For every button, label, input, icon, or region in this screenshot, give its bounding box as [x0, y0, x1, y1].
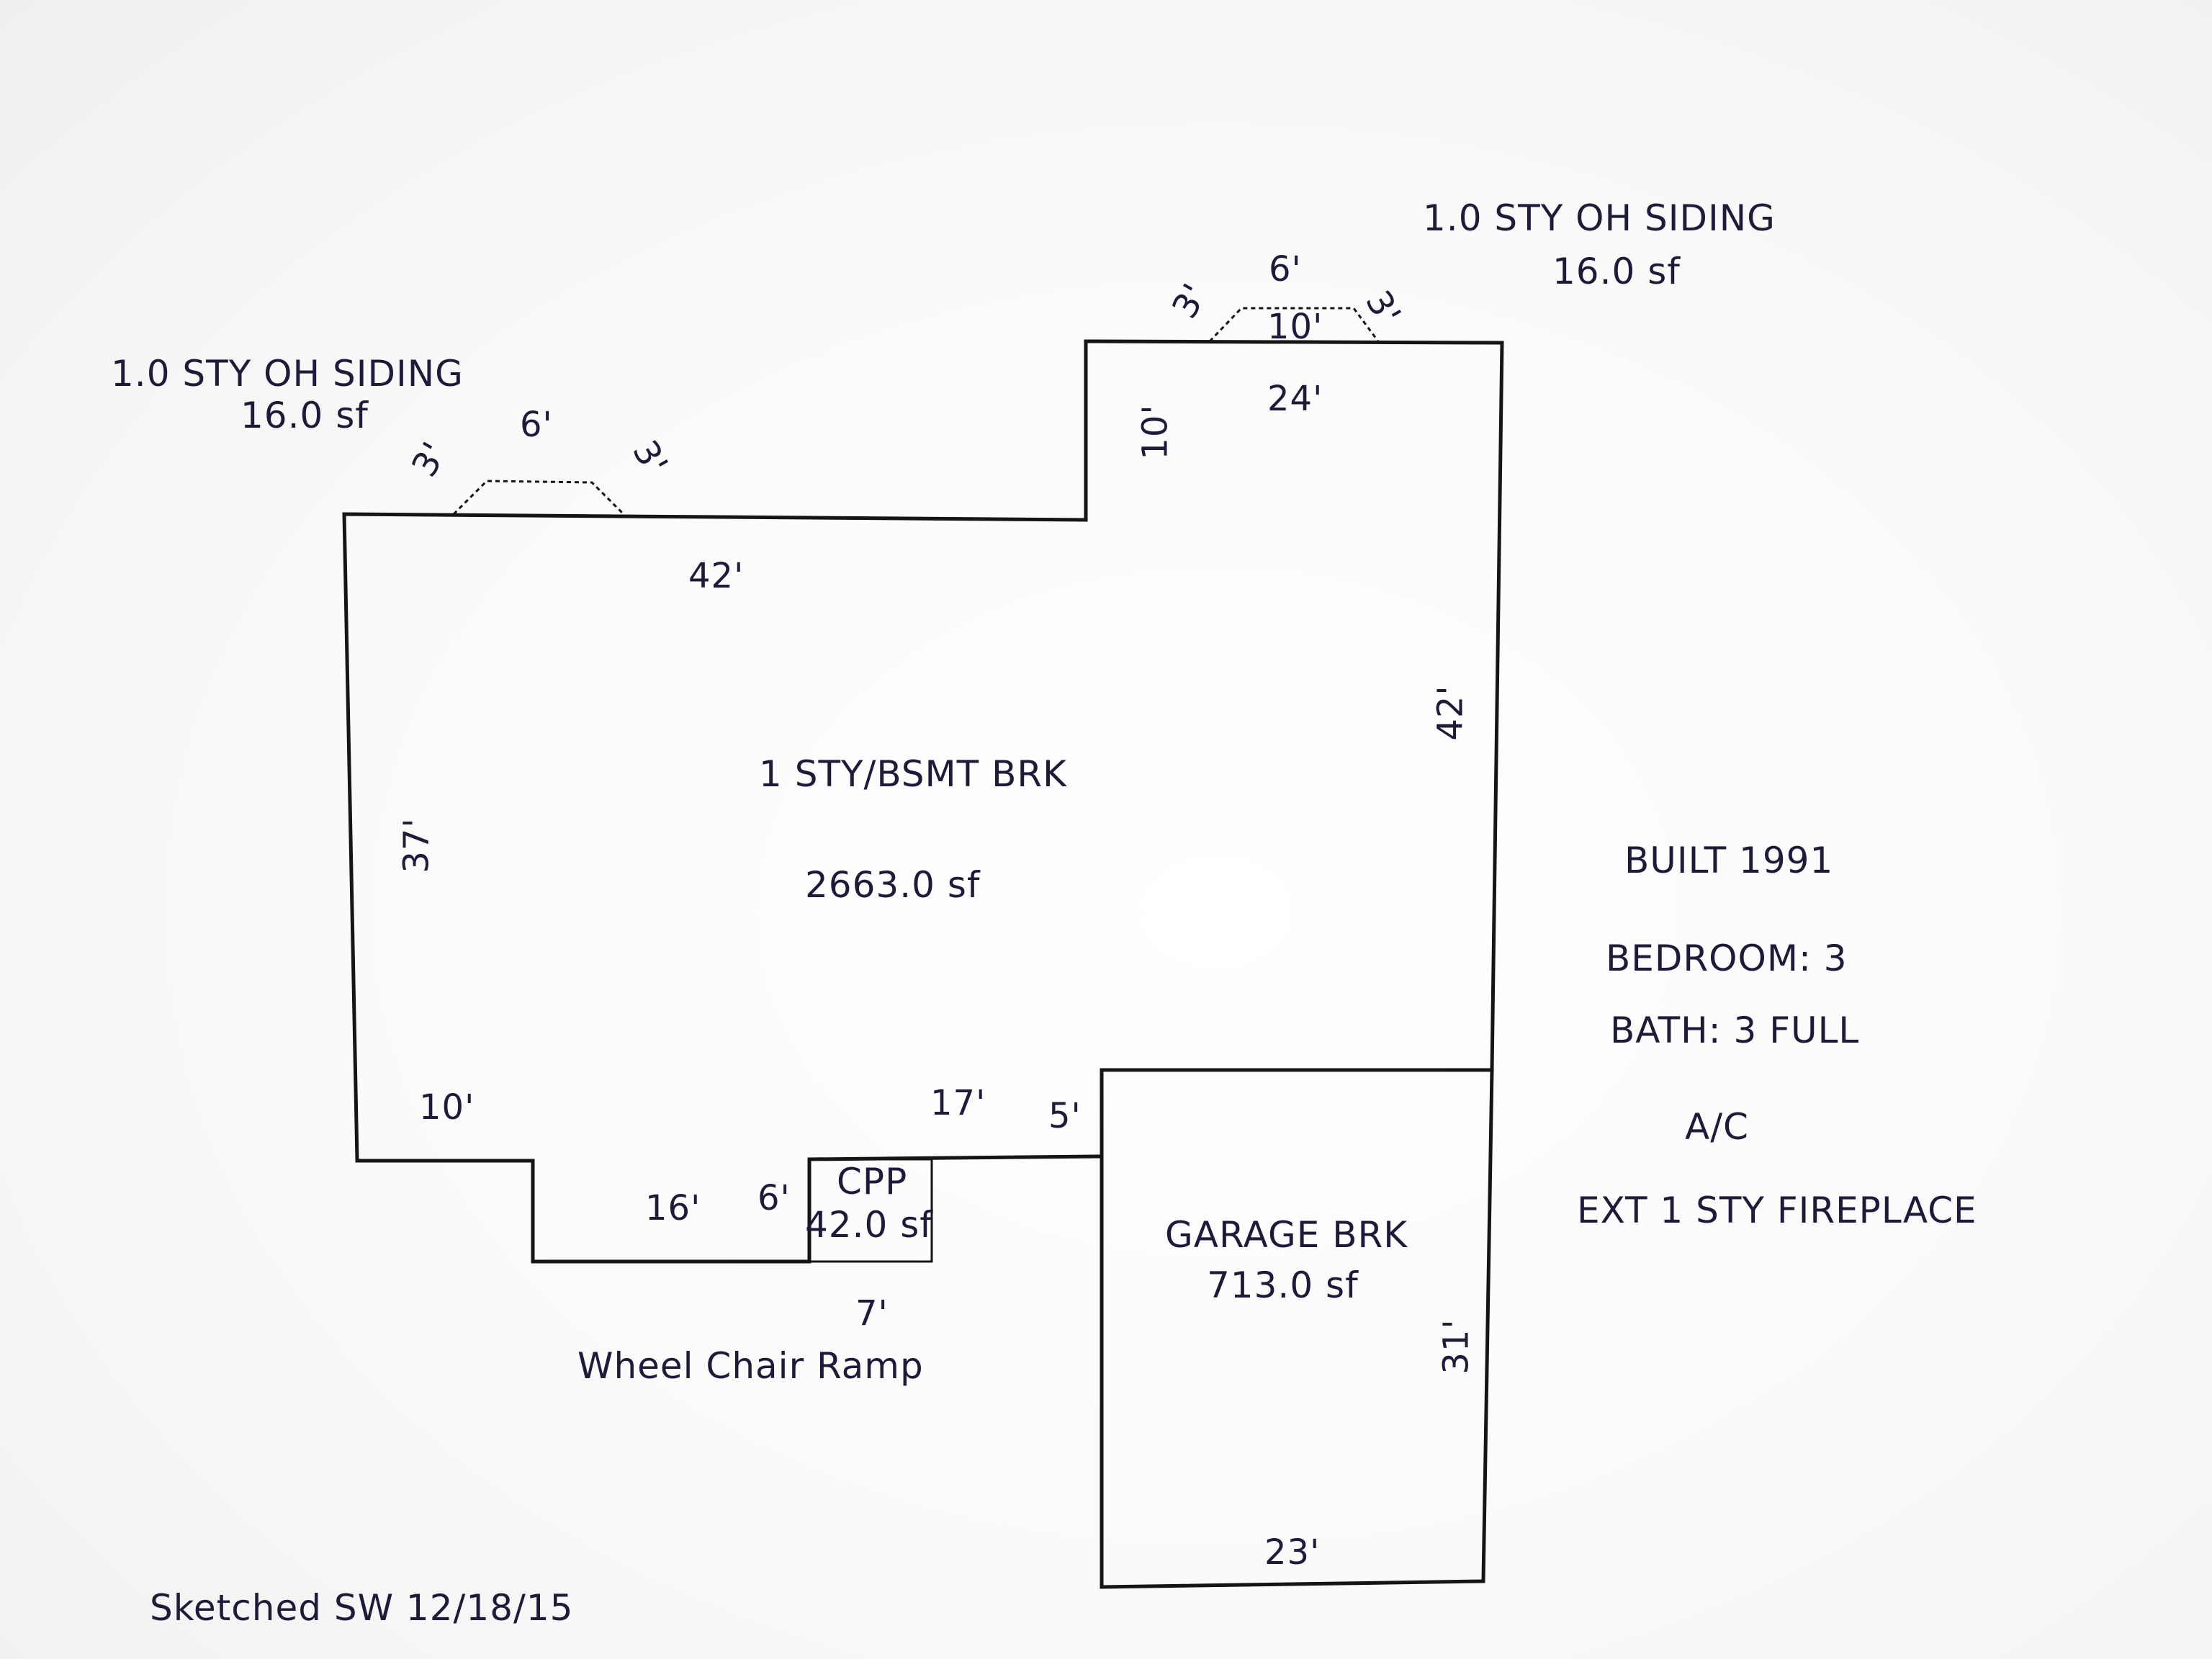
note-fireplace: EXT 1 STY FIREPLACE: [1577, 1190, 1977, 1231]
main-dim-left: 37': [396, 817, 437, 873]
main-dim-step-vertical: 10': [1135, 404, 1176, 460]
sketch-footer: Sketched SW 12/18/15: [150, 1587, 574, 1629]
main-dim-bottom-right: 17': [930, 1083, 986, 1123]
note-bedroom: BEDROOM: 3: [1606, 938, 1848, 979]
main-name: 1 STY/BSMT BRK: [759, 753, 1067, 795]
note-ac: A/C: [1685, 1106, 1749, 1148]
garage-outline: [1100, 1068, 1494, 1589]
garage-dim-right: 31': [1436, 1318, 1477, 1375]
left-overhang-title: 1.0 STY OH SIDING: [111, 353, 464, 395]
right-overhang-dim-base: 10': [1267, 307, 1323, 347]
main-dim-top-left: 42': [688, 556, 745, 596]
porch-outline: [808, 1158, 933, 1263]
right-overhang-area: 16.0 sf: [1552, 251, 1681, 292]
left-overhang-dim-top: 6': [520, 405, 553, 445]
porch-dim-bottom: 7': [855, 1293, 889, 1334]
main-dim-right: 42': [1430, 685, 1471, 741]
main-dim-garage-step: 5': [1048, 1096, 1082, 1136]
note-built: BUILT 1991: [1624, 840, 1834, 881]
main-area: 2663.0 sf: [805, 864, 981, 906]
main-outline: [342, 339, 1504, 1264]
main-dim-upper-top: 24': [1267, 379, 1323, 419]
porch-area: 42.0 sf: [805, 1204, 933, 1246]
main-dim-bottom-step: 6': [757, 1178, 791, 1218]
right-overhang-dim-top: 6': [1269, 249, 1302, 289]
main-dim-bottom-left: 10': [419, 1087, 475, 1128]
porch-name: CPP: [837, 1161, 908, 1202]
garage-name: GARAGE BRK: [1165, 1214, 1408, 1256]
porch-caption: Wheel Chair Ramp: [577, 1345, 924, 1387]
garage-area: 713.0 sf: [1207, 1264, 1359, 1306]
note-bath: BATH: 3 FULL: [1610, 1010, 1860, 1051]
right-overhang-title: 1.0 STY OH SIDING: [1423, 197, 1776, 239]
garage-dim-bottom: 23': [1264, 1532, 1321, 1573]
left-overhang-area: 16.0 sf: [240, 395, 369, 436]
left-overhang-outline: [452, 480, 625, 516]
main-dim-bottom-mid: 16': [645, 1188, 701, 1228]
